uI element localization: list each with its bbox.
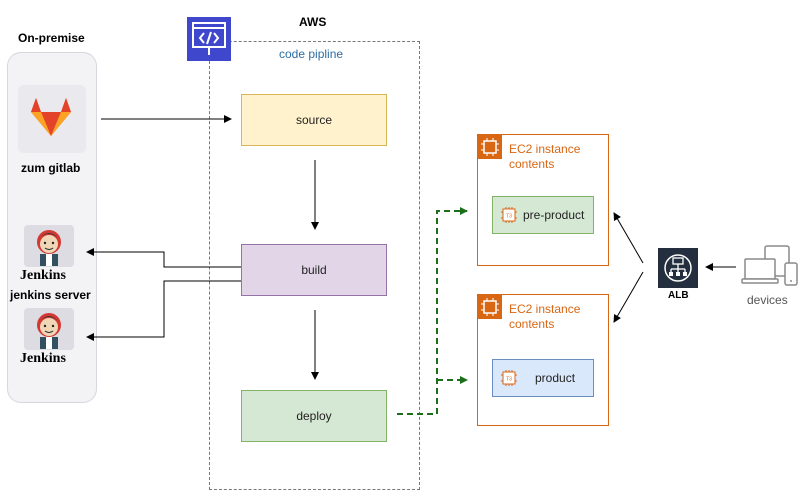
code-pipeline-label: code pipline	[279, 47, 344, 61]
ec2-title-line2: contents	[509, 317, 555, 331]
devices-label: devices	[747, 293, 788, 307]
pre-product-instance[interactable]: T3 pre-product	[492, 196, 594, 234]
ec2-instance-group-bottom[interactable]: EC2 instance contents T3 product	[477, 294, 609, 426]
source-stage[interactable]: source	[241, 94, 387, 146]
code-pipeline-container	[209, 41, 420, 490]
build-stage[interactable]: build	[241, 244, 387, 296]
chip-text: T3	[506, 377, 512, 383]
ec2-title-line1: EC2 instance	[509, 142, 581, 156]
deploy-stage-label: deploy	[296, 409, 332, 423]
devices-icon	[741, 245, 798, 286]
jenkins-logo-text-top: Jenkins	[20, 268, 66, 283]
jenkins-server-label: jenkins server	[10, 288, 91, 302]
ec2-chip-icon	[478, 135, 502, 159]
alb-label: ALB	[668, 290, 689, 301]
chip-text: T3	[506, 214, 512, 220]
jenkins-icon-bottom	[24, 308, 74, 350]
ec2-title-top: EC2 instance contents	[509, 142, 580, 172]
arrow-deploy-to-preproduct	[397, 207, 468, 415]
jenkins-logo-text-bottom: Jenkins	[20, 351, 66, 366]
ec2-instance-group-top[interactable]: EC2 instance contents T3 pre-product	[477, 134, 609, 266]
aws-title: AWS	[299, 15, 327, 29]
build-stage-label: build	[301, 263, 327, 277]
alb-icon[interactable]	[658, 248, 698, 288]
pre-product-label: pre-product	[523, 208, 585, 222]
gitlab-icon	[31, 98, 71, 136]
t3-chip-icon: T3	[501, 207, 517, 223]
ec2-title-line2: contents	[509, 157, 555, 171]
t3-chip-icon: T3	[501, 370, 517, 386]
jenkins-icon-top	[24, 225, 74, 267]
code-pipeline-icon[interactable]	[187, 17, 231, 61]
gitlab-label: zum gitlab	[21, 161, 81, 175]
deploy-stage[interactable]: deploy	[241, 390, 387, 442]
source-stage-label: source	[295, 113, 333, 127]
ec2-title-line1: EC2 instance	[509, 302, 581, 316]
arrow-alb-to-ec2-bottom	[613, 271, 644, 323]
onprem-title: On-premise	[18, 31, 85, 45]
arrow-alb-to-ec2-top	[613, 212, 644, 264]
product-label: product	[535, 371, 576, 385]
ec2-title-bottom: EC2 instance contents	[509, 302, 580, 332]
ec2-chip-icon	[478, 295, 502, 319]
arrow-build-to-jenkins-bottom	[86, 280, 241, 341]
product-instance[interactable]: T3 product	[492, 359, 594, 397]
arrow-build-to-jenkins-top	[86, 248, 241, 268]
